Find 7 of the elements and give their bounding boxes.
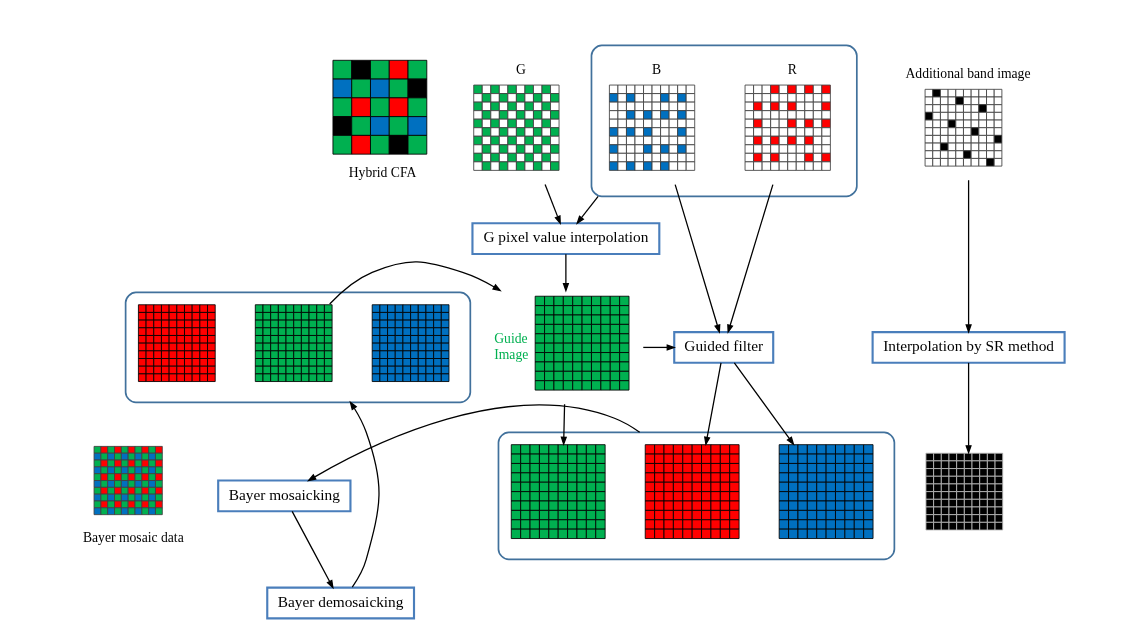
node-label: Additional band image: [904, 66, 1030, 82]
node-label: R: [787, 61, 797, 77]
node-label: G: [515, 61, 526, 77]
node-label: Guide Image: [493, 331, 528, 362]
node-label: Hybrid CFA: [348, 165, 416, 181]
node-label: B: [651, 61, 661, 77]
node-label: Bayer mosaic data: [82, 529, 184, 545]
